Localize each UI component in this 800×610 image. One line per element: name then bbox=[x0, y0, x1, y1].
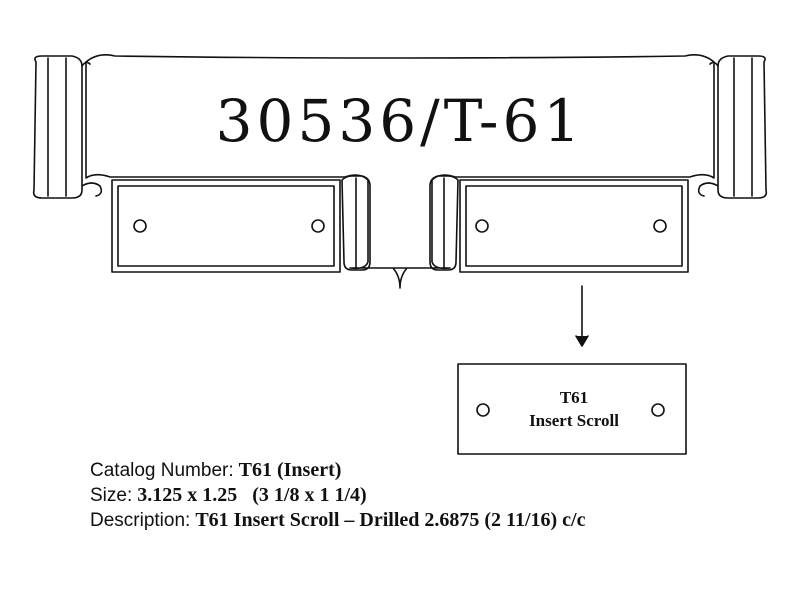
left-plate bbox=[111, 179, 341, 273]
insert-hole-2 bbox=[651, 403, 665, 417]
right-plate-hole-2 bbox=[653, 219, 667, 233]
left-plate-hole-2 bbox=[311, 219, 325, 233]
insert-label-line1: T61 bbox=[560, 388, 588, 407]
right-inner-roll bbox=[429, 175, 459, 271]
description-label: Description: bbox=[90, 510, 191, 531]
catalog-row: Catalog Number: T61 (Insert) bbox=[90, 458, 585, 483]
insert-hole-1 bbox=[476, 403, 490, 417]
insert-label-line2: Insert Scroll bbox=[529, 411, 619, 430]
left-inner-roll bbox=[341, 175, 371, 271]
left-plate-hole-1 bbox=[133, 219, 147, 233]
right-plate bbox=[459, 179, 689, 273]
product-info: Catalog Number: T61 (Insert) Size: 3.125… bbox=[90, 458, 585, 533]
description-row: Description: T61 Insert Scroll – Drilled… bbox=[90, 508, 585, 533]
arrow bbox=[575, 285, 589, 347]
description-value: T61 Insert Scroll – Drilled 2.6875 (2 11… bbox=[195, 509, 586, 531]
size-value: 3.125 x 1.25 bbox=[137, 484, 238, 506]
catalog-value: T61 (Insert) bbox=[238, 459, 342, 481]
right-plate-hole-1 bbox=[475, 219, 489, 233]
part-number-title: 30536/T-61 bbox=[216, 87, 585, 155]
size-label: Size: bbox=[90, 485, 133, 506]
catalog-label: Catalog Number: bbox=[90, 460, 234, 481]
insert-scroll bbox=[457, 363, 687, 455]
size-row: Size: 3.125 x 1.25 (3 1/8 x 1 1/4) bbox=[90, 483, 585, 508]
right-roll bbox=[697, 55, 768, 199]
size-fraction: (3 1/8 x 1 1/4) bbox=[252, 484, 367, 506]
left-roll bbox=[32, 55, 103, 199]
